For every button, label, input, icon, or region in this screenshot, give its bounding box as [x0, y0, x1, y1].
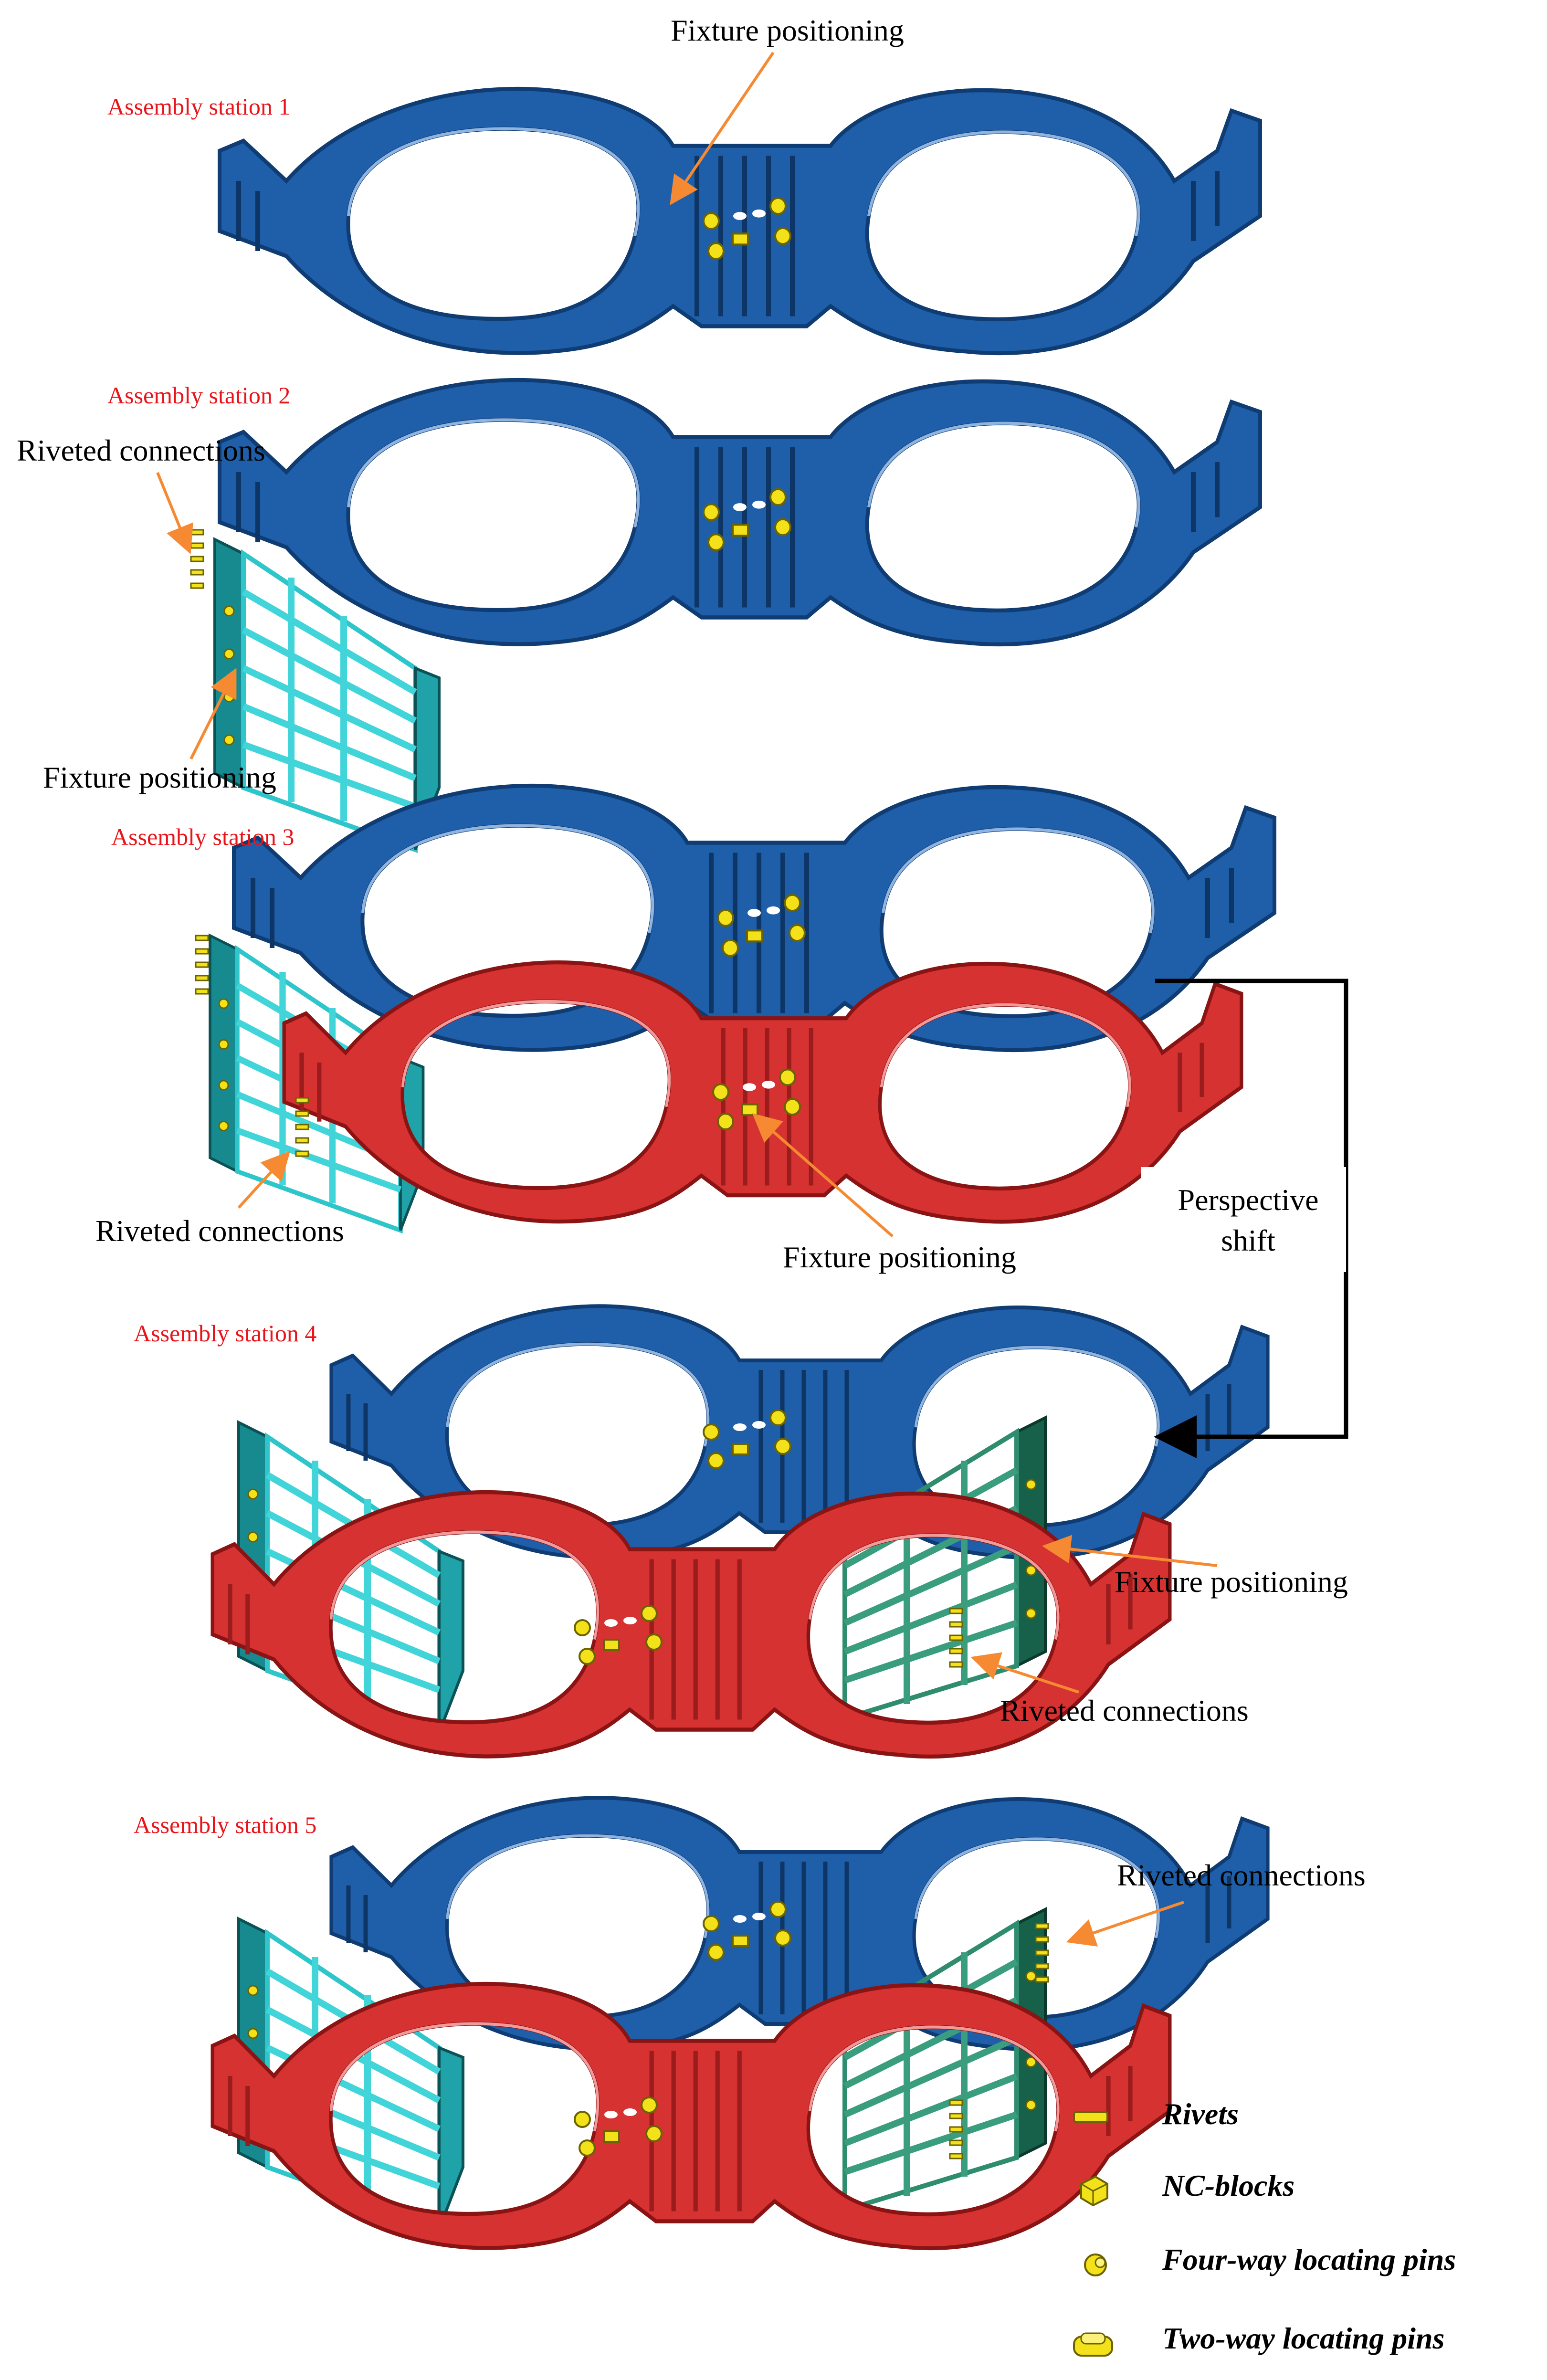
s3-fixture-label: Fixture positioning — [783, 1240, 1016, 1274]
s5-riveted-label: Riveted connections — [1117, 1858, 1366, 1892]
s2-riveted-label: Riveted connections — [17, 433, 265, 467]
station-5-rivets-lower — [949, 2099, 963, 2159]
station-1-group — [220, 89, 1260, 353]
s5-riveted-arrow — [1066, 1901, 1184, 1947]
station-1-blue-frame — [220, 89, 1260, 353]
station-3-label: Assembly station 3 — [111, 823, 294, 850]
station-2-blue-frame — [220, 380, 1260, 644]
s4-riveted-arrow — [970, 1652, 1079, 1694]
station-4-label: Assembly station 4 — [134, 1320, 316, 1347]
s2-fixture-arrow — [189, 668, 237, 760]
s2-riveted-arrow — [156, 472, 193, 555]
perspective-line1: Perspective — [1178, 1183, 1319, 1217]
legend-two-way-label: Two-way locating pins — [1162, 2321, 1444, 2355]
rivet-icon — [1073, 2111, 1108, 2123]
s4-fixture-arrow — [1042, 1535, 1218, 1567]
station-2-rivets — [190, 529, 204, 589]
s3-fixture-arrow — [752, 1113, 894, 1238]
station-3-group — [195, 786, 1274, 1230]
s1-fixture-arrow — [670, 52, 775, 205]
s1-fixture-label: Fixture positioning — [671, 13, 904, 47]
perspective-line2: shift — [1221, 1223, 1275, 1257]
station-3-rivets-upper — [195, 935, 209, 995]
legend-rivets-label: Rivets — [1162, 2097, 1239, 2131]
nc-block-icon — [1080, 2175, 1108, 2207]
two-way-pin-icon — [1073, 2332, 1113, 2357]
s2-fixture-label: Fixture positioning — [43, 760, 276, 794]
s3-riveted-arrow — [237, 1151, 291, 1209]
s4-fixture-label: Fixture positioning — [1115, 1565, 1348, 1599]
legend: Rivets NC-blocks Four-way locating pins … — [1073, 2097, 1456, 2357]
perspective-label-backdrop — [1141, 1167, 1346, 1272]
legend-nc-blocks-label: NC-blocks — [1162, 2169, 1294, 2202]
s4-riveted-label: Riveted connections — [1000, 1694, 1249, 1727]
station-5-label: Assembly station 5 — [134, 1811, 316, 1838]
station-1-label: Assembly station 1 — [107, 93, 290, 120]
station-2-group — [190, 380, 1260, 850]
four-way-pin-icon — [1084, 2254, 1107, 2276]
station-4-group — [212, 1306, 1268, 1757]
station-2-label: Assembly station 2 — [107, 382, 290, 409]
legend-four-way-label: Four-way locating pins — [1162, 2243, 1456, 2276]
station-4-rivets — [949, 1608, 963, 1668]
station-5-group — [212, 1798, 1268, 2248]
s3-riveted-label: Riveted connections — [95, 1214, 344, 1248]
